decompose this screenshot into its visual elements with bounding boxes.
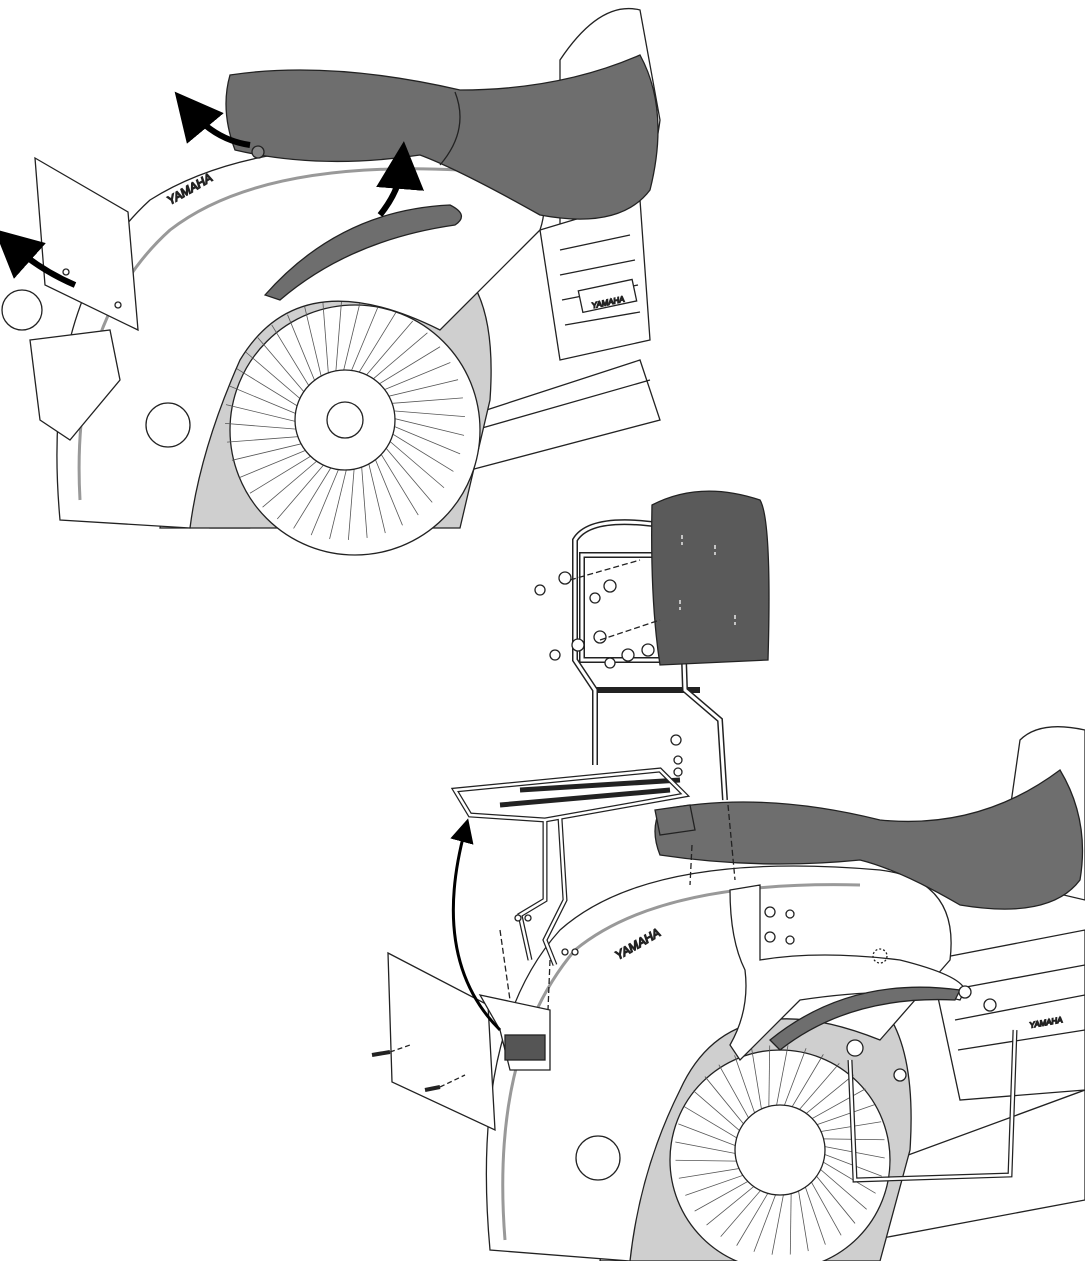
installation-figure: YAMAHA YAMAHA xyxy=(371,490,1085,1261)
seat xyxy=(225,54,659,220)
backrest-pad xyxy=(651,490,770,666)
seat-strap xyxy=(263,204,462,301)
side-bracket xyxy=(729,884,966,1062)
engine: YAMAHA xyxy=(929,929,1085,1101)
strap-dark xyxy=(769,986,961,1051)
rear-wheel xyxy=(159,249,492,556)
remove-arrow-strap xyxy=(376,141,425,217)
turn-signal-left xyxy=(1,289,43,331)
backrest-bolts xyxy=(514,571,997,1082)
seat xyxy=(654,769,1084,910)
license-plate xyxy=(34,156,139,332)
engine: YAMAHA xyxy=(539,199,651,361)
turn-signal-right xyxy=(145,402,191,448)
rear-wheel xyxy=(599,979,912,1261)
remove-arrow-plate xyxy=(0,229,77,288)
remove-arrow-seat xyxy=(174,91,251,148)
turn-signal xyxy=(575,1135,621,1181)
license-plate xyxy=(387,951,496,1132)
tail-light xyxy=(29,329,121,441)
plate-screws xyxy=(371,1044,466,1092)
seat-bolt xyxy=(251,145,265,159)
rack-mount-block xyxy=(654,804,696,836)
install-arrow xyxy=(450,818,502,1032)
removal-figure: YAMAHA YAMAHA xyxy=(0,8,661,556)
